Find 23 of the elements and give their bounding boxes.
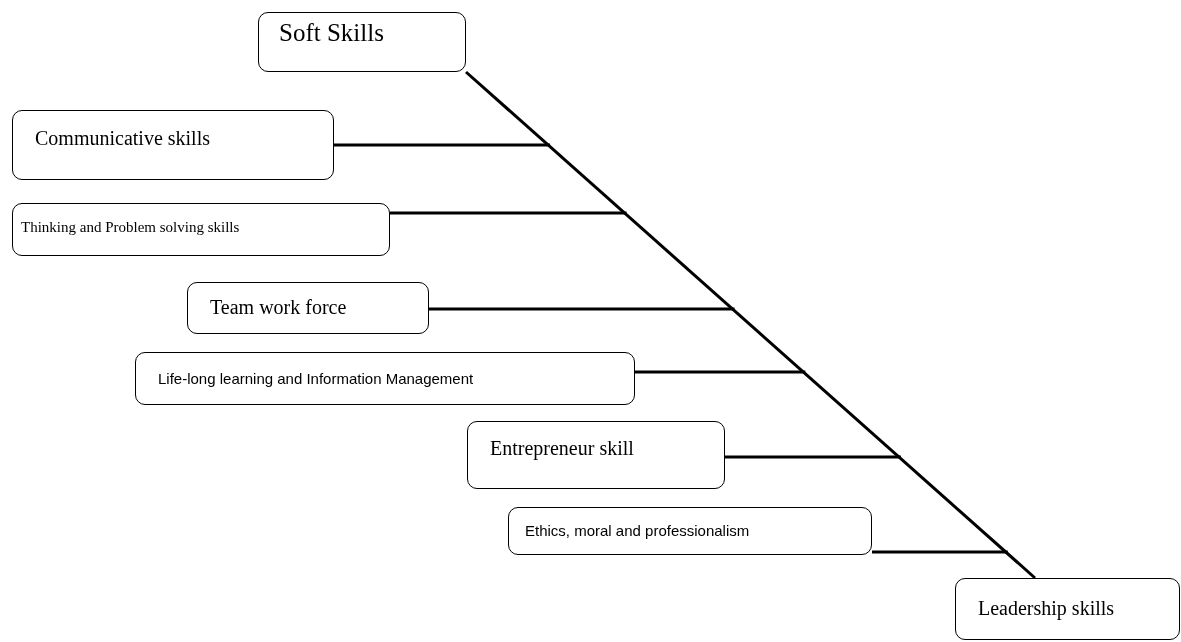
box-label: Thinking and Problem solving skills <box>21 219 240 236</box>
skill-box <box>955 578 1180 640</box>
box-label: Soft Skills <box>279 19 384 47</box>
box-label: Leadership skills <box>978 597 1115 620</box>
branch-line <box>635 370 806 374</box>
skill-box <box>12 203 390 256</box>
branch-line <box>334 143 551 147</box>
skill-box <box>12 110 334 180</box>
skill-box <box>135 352 635 405</box>
box-label: Ethics, moral and professionalism <box>525 522 750 539</box>
box-label: Life-long learning and Information Management <box>158 370 474 387</box>
skill-box <box>508 507 872 555</box>
box-label: Entrepreneur skill <box>490 437 634 460</box>
branch-line <box>390 211 627 215</box>
box-label: Communicative skills <box>35 127 210 150</box>
box-label: Team work force <box>210 296 347 319</box>
branch-line <box>429 307 735 311</box>
skill-box <box>187 282 429 334</box>
spine-line <box>465 70 1036 580</box>
branch-line <box>725 455 901 459</box>
skill-box <box>467 421 725 489</box>
branch-line <box>872 550 1008 554</box>
skill-box <box>258 12 466 72</box>
